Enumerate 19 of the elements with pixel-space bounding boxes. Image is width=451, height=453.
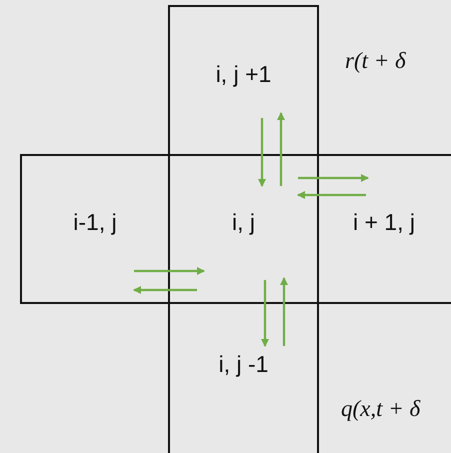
flow-arrow	[133, 286, 197, 294]
cell-index-label: i-1, j	[73, 208, 117, 236]
cell-index-label: i + 1, j	[352, 208, 415, 236]
formula-text: q(x,t + δ	[341, 396, 420, 422]
formula-text: r(t + δ	[345, 48, 406, 74]
grid-cell	[168, 302, 319, 453]
cell-index-label: i, j +1	[216, 61, 272, 88]
flow-arrow	[280, 277, 288, 346]
flow-arrow	[298, 174, 369, 182]
flow-arrow	[261, 280, 269, 347]
flow-arrow	[277, 112, 285, 186]
grid-cell	[20, 154, 170, 304]
grid-cell	[317, 154, 451, 304]
grid-cell	[168, 5, 319, 156]
cell-index-label: i, j	[232, 208, 255, 236]
flow-arrow	[258, 118, 266, 187]
flow-arrow	[134, 267, 205, 275]
cell-index-label: i, j -1	[218, 350, 268, 378]
flow-arrow	[297, 191, 366, 199]
